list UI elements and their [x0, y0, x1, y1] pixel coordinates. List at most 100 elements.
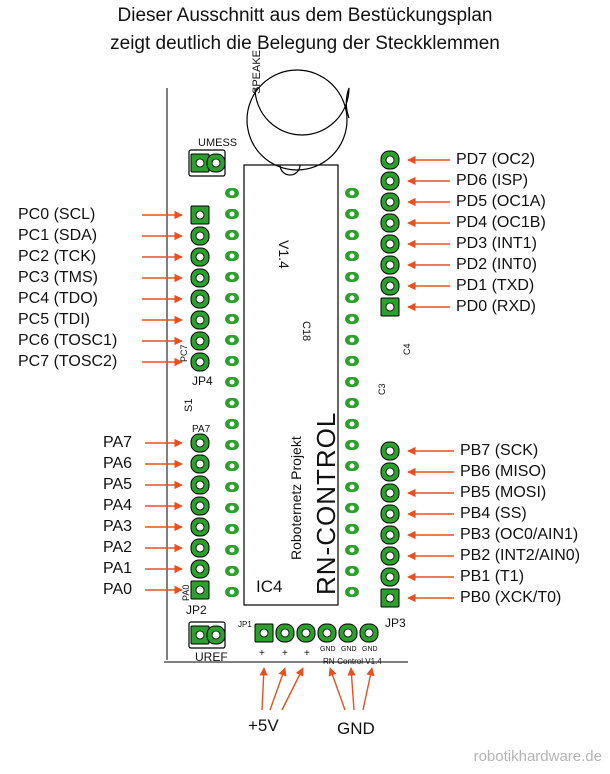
ic-pin-left [225, 209, 239, 219]
ic-pin-right [345, 461, 359, 471]
ic-pin-left [225, 293, 239, 303]
jp4-pad [190, 331, 210, 351]
speaker-circle [246, 69, 348, 171]
ic-pin-right [345, 482, 359, 492]
label-pb0: PB0 (XCK/T0) [460, 589, 562, 606]
pb-pad [380, 462, 400, 482]
uref-pad-2 [206, 625, 226, 645]
jp4-pad [190, 352, 210, 372]
label-pc0: PC0 (SCL) [18, 206, 96, 223]
plus-mark-2: + [282, 648, 288, 659]
ic4-notch [279, 164, 301, 176]
jp4-label: JP4 [192, 374, 213, 388]
arrow-gnd-3 [362, 667, 375, 711]
pb-pad [380, 483, 400, 503]
ic-pin-right [345, 188, 359, 198]
ic-pin-right [345, 398, 359, 408]
umess-pad-1 [190, 153, 210, 173]
label-pa7: PA7 [103, 434, 133, 451]
arrow-gnd-2 [347, 667, 356, 711]
ic4-outline [243, 164, 339, 606]
jp1-pad [296, 623, 316, 643]
label-pd2: PD2 (INT0) [456, 256, 537, 273]
ic-pin-left [225, 566, 239, 576]
jp1-pad [275, 623, 295, 643]
label-pd7: PD7 (OC2) [456, 151, 536, 168]
plus-mark-1: + [259, 648, 265, 659]
pd-pad [380, 234, 400, 254]
label-pa5: PA5 [103, 476, 133, 493]
jp2-pad [190, 559, 210, 579]
ic-pin-right [345, 440, 359, 450]
ic-pin-left [225, 419, 239, 429]
pd-pad [380, 213, 400, 233]
arrow-5v-2 [269, 667, 287, 711]
ic-pin-left [225, 272, 239, 282]
s1-label: S1 [183, 398, 195, 412]
pc7-label: PC7 [179, 344, 189, 362]
arrow-gnd-1 [328, 667, 346, 711]
speaker-label: SPEAKE [251, 49, 263, 94]
jp4-pad [190, 289, 210, 309]
label-pc3: PC3 (TMS) [18, 269, 98, 286]
ic-pin-right [345, 545, 359, 555]
label-pc2: PC2 (TCK) [18, 248, 97, 265]
jp1-pad [338, 623, 358, 643]
ic-pin-left [225, 545, 239, 555]
plus-mark-3: + [304, 648, 310, 659]
ic-label: RN-CONTROL [311, 411, 341, 595]
cap-label: C18 [300, 321, 312, 342]
label-gnd: GND [337, 719, 375, 738]
label-pd1: PD1 (TXD) [456, 277, 535, 294]
ic-pin-left [225, 461, 239, 471]
uref-label: UREF [195, 650, 228, 664]
label-pb6: PB6 (MISO) [460, 463, 547, 480]
pd-pad [380, 192, 400, 212]
label-pc7: PC7 (TOSC2) [18, 353, 118, 370]
ic-pin-right [345, 314, 359, 324]
ic-pin-left [225, 356, 239, 366]
label-pa0: PA0 [103, 581, 133, 598]
label-pd5: PD5 (OC1A) [456, 193, 546, 210]
umess-pad-2 [206, 153, 226, 173]
label-pd3: PD3 (INT1) [456, 235, 537, 252]
ic-pin-right [345, 566, 359, 576]
ic-pin-right [345, 524, 359, 534]
gnd-small-1: GND [320, 646, 336, 653]
uref-pad-1 [190, 625, 210, 645]
gnd-small-3: GND [362, 646, 378, 653]
label-pa6: PA6 [103, 455, 133, 472]
pd-pad [380, 297, 400, 317]
c4-label: C4 [402, 343, 412, 355]
label-pd6: PD6 (ISP) [456, 172, 529, 189]
label-pb4: PB4 (SS) [460, 505, 527, 522]
jp2-pad [190, 580, 210, 600]
jp1-label: JP1 [238, 620, 252, 629]
label-pa2: PA2 [103, 539, 133, 556]
label-pb5: PB5 (MOSI) [460, 484, 547, 501]
pa0-label: PA0 [181, 584, 191, 601]
ic-pin-right [345, 587, 359, 597]
ic-sub-label: Roboternetz Projekt [288, 436, 304, 560]
ic-pin-left [225, 188, 239, 198]
label-pd0: PD0 (RXD) [456, 298, 537, 315]
ic-pin-right [345, 230, 359, 240]
ic-pin-left [225, 314, 239, 324]
jp2-pad [190, 517, 210, 537]
pb-pad [380, 546, 400, 566]
jp4-pad [190, 226, 210, 246]
pb-pad [380, 588, 400, 608]
jp1-pad [317, 623, 337, 643]
jp4-pad [190, 310, 210, 330]
ic-pin-left [225, 503, 239, 513]
board-footer-label: RN-Control V1.4 [323, 657, 382, 666]
jp2-pad [190, 433, 210, 453]
umess-label: UMESS [198, 137, 238, 149]
ic-pin-left [225, 524, 239, 534]
jp2-pad [190, 496, 210, 516]
pb-pad [380, 504, 400, 524]
pa7-label: PA7 [192, 424, 211, 435]
label-plus5v: +5V [248, 716, 279, 735]
jp2-label: JP2 [186, 603, 207, 617]
ic-version: V1.4 [276, 240, 292, 269]
